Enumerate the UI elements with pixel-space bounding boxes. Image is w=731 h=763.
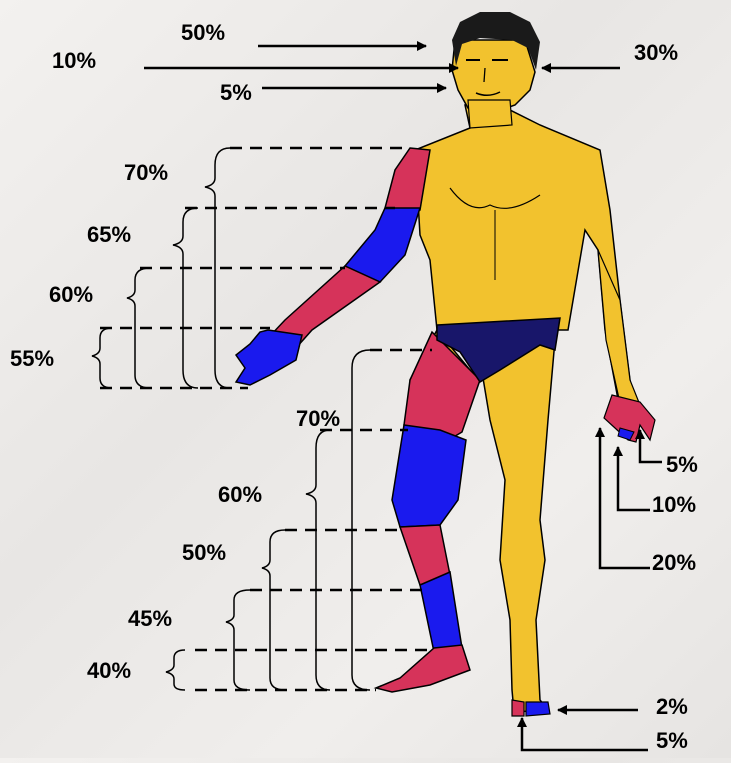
label-arm-65: 65% xyxy=(87,222,131,248)
label-leg-40: 40% xyxy=(87,658,131,684)
label-leg-60: 60% xyxy=(218,482,262,508)
label-hand-20: 20% xyxy=(652,550,696,576)
label-head-left: 10% xyxy=(52,48,96,74)
label-arm-70: 70% xyxy=(124,160,168,186)
head-arrows xyxy=(144,46,620,88)
label-leg-70: 70% xyxy=(296,406,340,432)
leg-knee-blue xyxy=(392,425,466,527)
label-leg-45: 45% xyxy=(128,606,172,632)
leg-right-yellow xyxy=(480,340,555,712)
label-hand-5: 5% xyxy=(666,452,698,478)
label-head-mid: 5% xyxy=(220,80,252,106)
head-neck xyxy=(468,100,512,128)
label-arm-60: 60% xyxy=(49,282,93,308)
foot-toe-red xyxy=(512,700,524,716)
label-arm-55: 55% xyxy=(10,346,54,372)
label-leg-50: 50% xyxy=(182,540,226,566)
label-head-top: 50% xyxy=(181,20,225,46)
leg-ankle-blue xyxy=(420,572,462,652)
label-foot-5: 5% xyxy=(656,728,688,754)
foot-arrows xyxy=(522,710,648,750)
leg-foot-red xyxy=(376,645,470,692)
label-hand-10: 10% xyxy=(652,492,696,518)
label-head-right: 30% xyxy=(634,40,678,66)
arm-right-yellow xyxy=(598,250,640,412)
foot-toe-blue xyxy=(526,702,550,716)
arm-hand-blue xyxy=(236,330,302,385)
leg-braces xyxy=(166,350,370,690)
label-foot-2: 2% xyxy=(656,694,688,720)
